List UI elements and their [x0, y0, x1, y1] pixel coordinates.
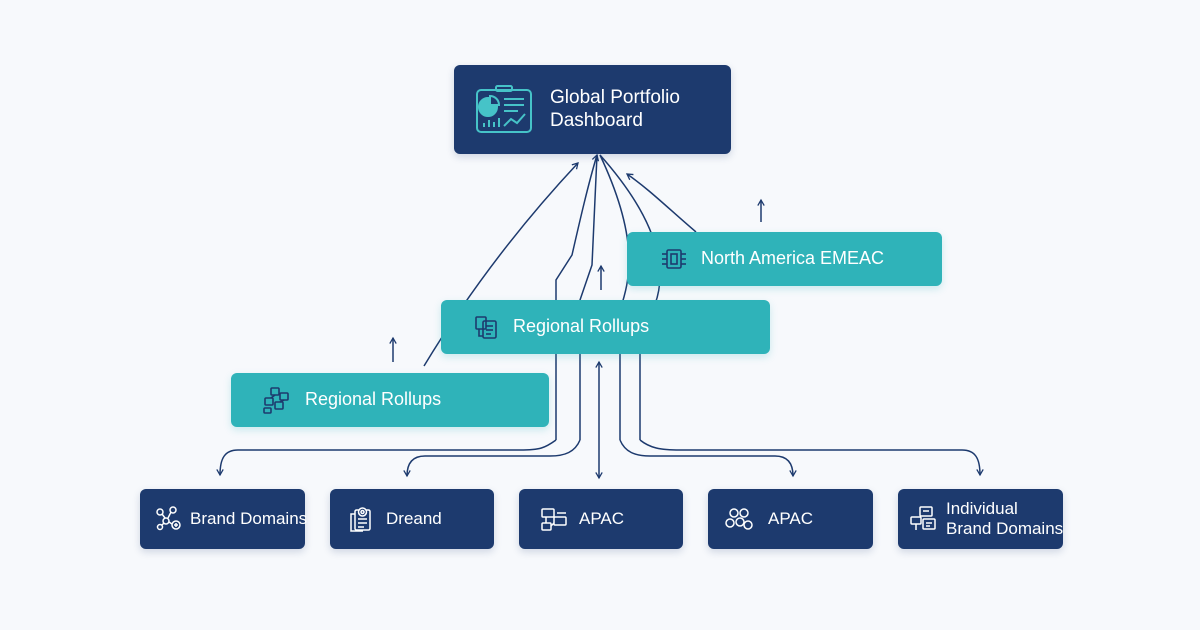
- node-label: Regional Rollups: [513, 316, 650, 337]
- cluster-icon: [724, 504, 754, 534]
- chip-icon: [659, 245, 689, 273]
- node-label: Regional Rollups: [305, 389, 442, 410]
- node-label: Dreand: [386, 508, 442, 528]
- document-icon: [346, 504, 376, 534]
- node-label: APAC: [768, 508, 814, 528]
- connector-line: [639, 439, 984, 477]
- connector-line: [619, 439, 797, 478]
- connector-line: [216, 439, 557, 477]
- node-title-line: Global Portfolio: [550, 87, 680, 109]
- global-portfolio-dashboard-node[interactable]: Global Portfolio Dashboard: [454, 65, 731, 154]
- connector-line: [625, 173, 697, 233]
- node-label-line: Brand Domains: [946, 519, 1064, 538]
- node-label: North America EMEAC: [701, 248, 885, 269]
- regional-rollups-upper-node[interactable]: Regional Rollups: [441, 300, 770, 354]
- node-label-line: Individual: [946, 498, 1018, 518]
- regional-rollups-lower-node[interactable]: Regional Rollups: [231, 373, 549, 427]
- connector-line: [403, 439, 581, 478]
- node-title-line: Dashboard: [550, 109, 643, 131]
- brand-domains-node[interactable]: Brand Domains: [140, 489, 308, 549]
- apac-node-right[interactable]: APAC: [708, 489, 873, 549]
- connector-line: [599, 154, 630, 440]
- individual-brand-domains-node[interactable]: Individual Brand Domains: [898, 489, 1063, 549]
- nodes-icon: [261, 385, 293, 415]
- node-label: APAC: [579, 508, 625, 528]
- dashboard-icon: [474, 84, 534, 136]
- connector-line: [555, 153, 600, 440]
- apac-node-left[interactable]: APAC: [519, 489, 683, 549]
- node-label: Brand Domains: [190, 508, 308, 528]
- connector-line: [599, 154, 661, 440]
- connector-line: [579, 154, 598, 440]
- network-icon: [154, 504, 184, 534]
- clipboard-icon: [471, 312, 501, 342]
- dreand-node[interactable]: Dreand: [330, 489, 494, 549]
- north-america-emeac-node[interactable]: North America EMEAC: [627, 232, 942, 286]
- flow-icon: [539, 504, 569, 534]
- hierarchy-icon: [908, 504, 938, 534]
